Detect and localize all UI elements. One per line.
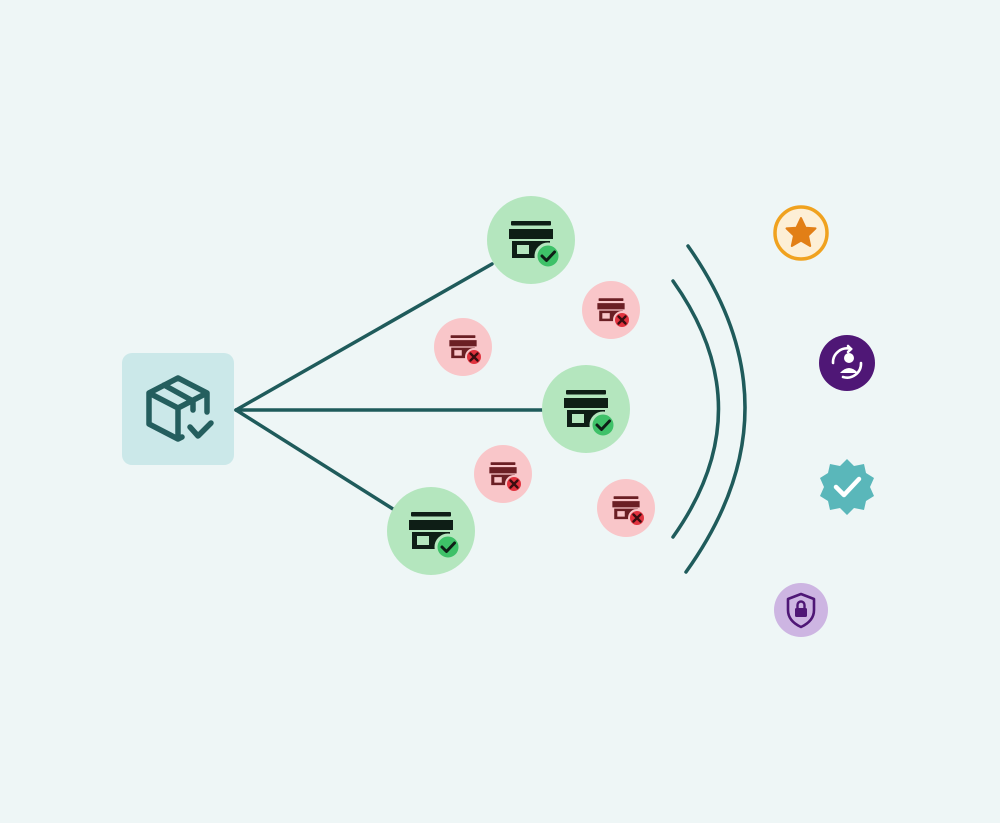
check-icon [534,242,562,270]
package-check-icon [146,375,214,442]
check-icon [589,411,617,439]
verified-badge-icon [820,459,874,515]
approved-store-3 [387,487,475,575]
connector-line-bottom [234,408,395,511]
user-circle [819,335,875,391]
approved-store-1 [487,196,575,284]
check-icon [434,533,462,561]
shield-lock-icon [786,592,816,629]
source-package-node [122,353,234,465]
rejected-store-2 [582,281,640,339]
approved-store-circle [387,487,475,575]
signal-arc-inner [671,279,721,539]
approved-store-2 [542,365,630,453]
rejected-store-4 [597,479,655,537]
rejected-store-circle [582,281,640,339]
x-icon [628,509,646,527]
star-icon [785,217,817,247]
rejected-store-1 [434,318,492,376]
connector-line-top [234,262,494,412]
benefit-user [819,335,875,391]
approved-store-circle [487,196,575,284]
rejected-store-3 [474,445,532,503]
signal-arc-outer [684,244,747,574]
rejected-store-circle [434,318,492,376]
connector-lines [234,262,544,511]
x-icon [505,475,523,493]
benefit-star [773,205,829,261]
x-icon [465,348,483,366]
benefit-security [774,583,828,637]
user-refresh-icon [831,344,863,379]
benefit-verified [820,459,874,515]
approved-store-circle [542,365,630,453]
rejected-store-circle [597,479,655,537]
x-icon [613,311,631,329]
signal-arcs [671,244,747,574]
rejected-store-circle [474,445,532,503]
verified-check-mark [833,476,862,498]
